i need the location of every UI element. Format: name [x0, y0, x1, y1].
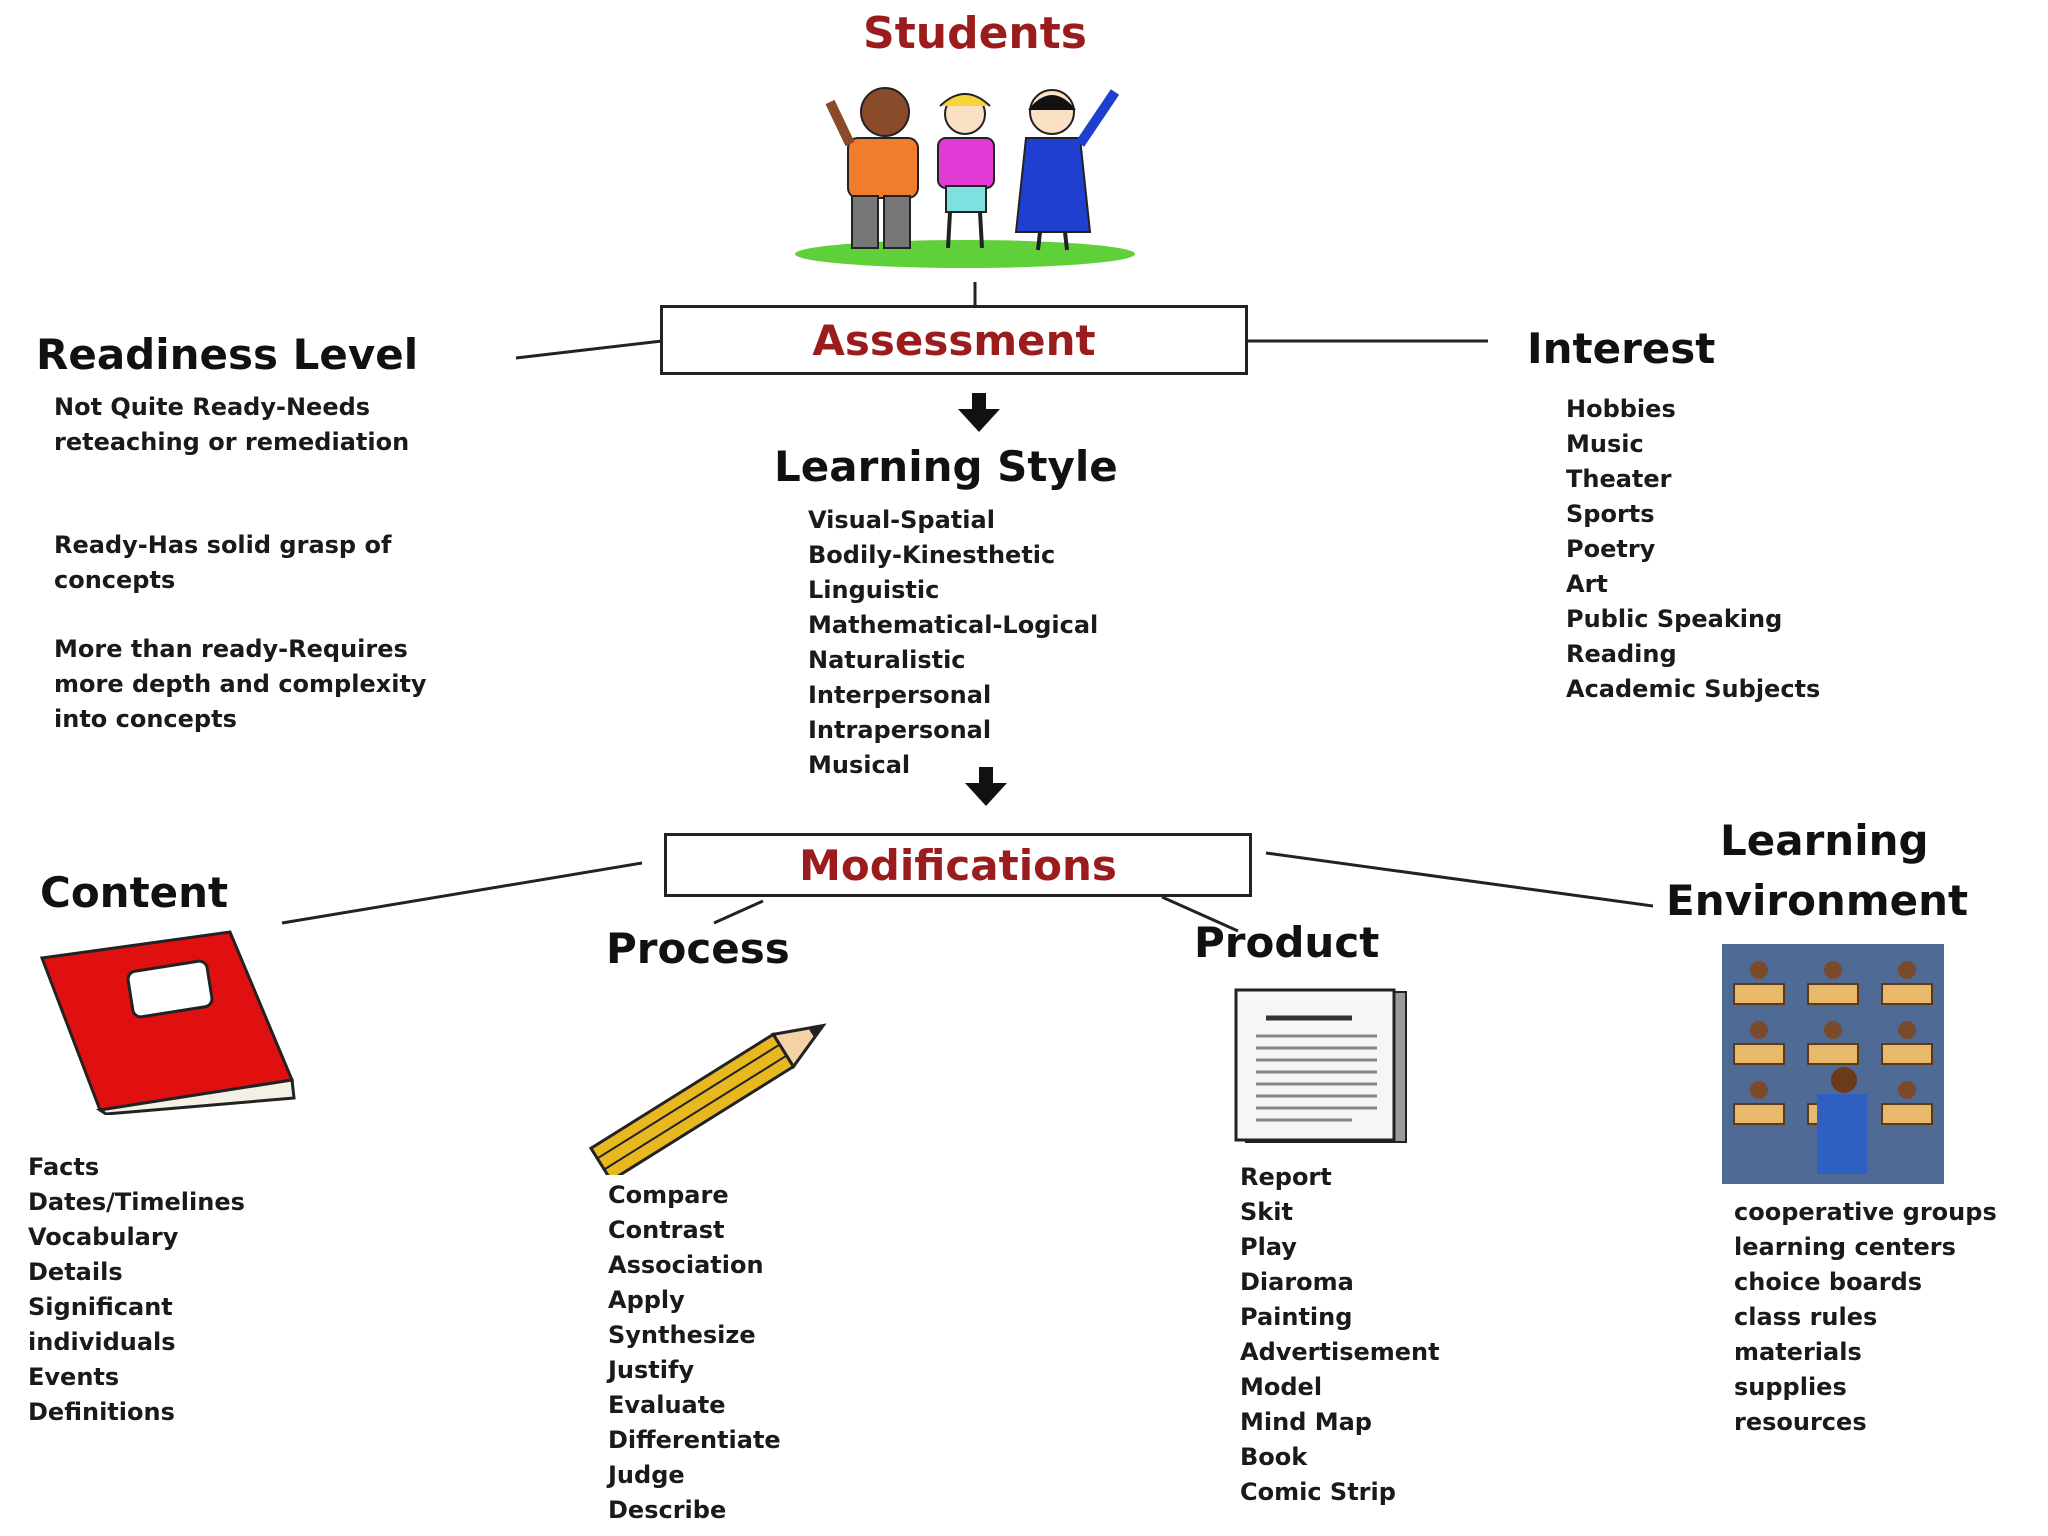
interest-list: Hobbies Music Theater Sports Poetry Art … [1566, 392, 1820, 707]
arrow-down-icon [965, 767, 1007, 806]
learning-style-item: Musical [808, 751, 911, 779]
product-item: Painting [1240, 1303, 1353, 1331]
interest-item: Music [1566, 430, 1644, 458]
process-item: Evaluate [608, 1391, 726, 1419]
process-item: Synthesize [608, 1321, 756, 1349]
report-document-icon [1234, 988, 1407, 1143]
content-item: Dates/Timelines [28, 1188, 245, 1216]
process-item: Association [608, 1251, 764, 1279]
modifications-box: Modifications [664, 833, 1252, 897]
interest-item: Art [1566, 570, 1608, 598]
students-illustration [795, 87, 1135, 268]
process-item: Differentiate [608, 1426, 781, 1454]
content-item: Definitions [28, 1398, 175, 1426]
process-list: Compare Contrast Association Apply Synth… [608, 1178, 781, 1528]
assessment-readiness-line [515, 339, 663, 360]
readiness-item: More than ready-Requires more depth and … [54, 635, 427, 733]
learning-style-item: Mathematical-Logical [808, 611, 1099, 639]
product-list: Report Skit Play Diaroma Painting Advert… [1240, 1160, 1440, 1510]
product-item: Report [1240, 1163, 1332, 1191]
book-icon [40, 930, 296, 1115]
interest-title: Interest [1527, 324, 1716, 373]
readiness-item: Not Quite Ready-Needs reteaching or reme… [54, 393, 410, 456]
interest-item: Theater [1566, 465, 1672, 493]
content-item: Significant individuals [28, 1293, 176, 1356]
process-item: Describe [608, 1496, 727, 1524]
students-title: Students [863, 8, 1087, 59]
environment-title-line1: Learning [1720, 816, 1929, 865]
environment-item: learning centers [1734, 1233, 1956, 1261]
readiness-title: Readiness Level [36, 330, 419, 379]
interest-item: Public Speaking [1566, 605, 1783, 633]
interest-item: Hobbies [1566, 395, 1676, 423]
pencil-icon [588, 1023, 827, 1175]
environment-title-line2: Environment [1666, 876, 1969, 925]
product-item: Skit [1240, 1198, 1293, 1226]
arrow-down-icon [958, 393, 1000, 432]
environment-item: choice boards [1734, 1268, 1923, 1296]
interest-item: Poetry [1566, 535, 1656, 563]
content-item: Events [28, 1363, 120, 1391]
product-item: Diaroma [1240, 1268, 1354, 1296]
readiness-item: Ready-Has solid grasp of concepts [54, 531, 392, 594]
process-item: Apply [608, 1286, 685, 1314]
learning-style-item: Visual-Spatial [808, 506, 995, 534]
process-title: Process [606, 924, 790, 973]
modifications-content-line [281, 861, 643, 925]
assessment-box: Assessment [660, 305, 1248, 375]
assessment-label: Assessment [812, 315, 1096, 365]
product-item: Book [1240, 1443, 1308, 1471]
content-item: Details [28, 1258, 123, 1286]
product-item: Model [1240, 1373, 1323, 1401]
process-item: Judge [608, 1461, 685, 1489]
content-item: Vocabulary [28, 1223, 179, 1251]
learning-style-item: Naturalistic [808, 646, 966, 674]
content-title: Content [40, 868, 229, 917]
content-list: Facts Dates/Timelines Vocabulary Details… [28, 1150, 278, 1430]
environment-item: supplies [1734, 1373, 1847, 1401]
learning-style-item: Bodily-Kinesthetic [808, 541, 1056, 569]
product-item: Comic Strip [1240, 1478, 1396, 1506]
environment-item: cooperative groups [1734, 1198, 1997, 1226]
environment-list: cooperative groups learning centers choi… [1734, 1195, 1997, 1440]
interest-item: Reading [1566, 640, 1677, 668]
learning-style-item: Interpersonal [808, 681, 992, 709]
modifications-label: Modifications [799, 840, 1117, 890]
environment-item: resources [1734, 1408, 1867, 1436]
modifications-product-line [1161, 895, 1239, 933]
process-item: Justify [608, 1356, 695, 1384]
interest-item: Sports [1566, 500, 1655, 528]
learning-style-item: Linguistic [808, 576, 940, 604]
environment-item: materials [1734, 1338, 1862, 1366]
classroom-image [1722, 944, 1944, 1184]
product-item: Play [1240, 1233, 1297, 1261]
process-item: Compare [608, 1181, 729, 1209]
environment-item: class rules [1734, 1303, 1878, 1331]
product-item: Advertisement [1240, 1338, 1440, 1366]
learning-style-title: Learning Style [774, 442, 1118, 491]
process-item: Contrast [608, 1216, 725, 1244]
content-item: Facts [28, 1153, 100, 1181]
product-title: Product [1194, 918, 1380, 967]
product-item: Mind Map [1240, 1408, 1372, 1436]
learning-style-list: Visual-Spatial Bodily-Kinesthetic Lingui… [808, 503, 1098, 783]
modifications-environment-line [1265, 851, 1654, 908]
learning-style-item: Intrapersonal [808, 716, 992, 744]
interest-item: Academic Subjects [1566, 675, 1821, 703]
modifications-process-line [713, 899, 764, 925]
